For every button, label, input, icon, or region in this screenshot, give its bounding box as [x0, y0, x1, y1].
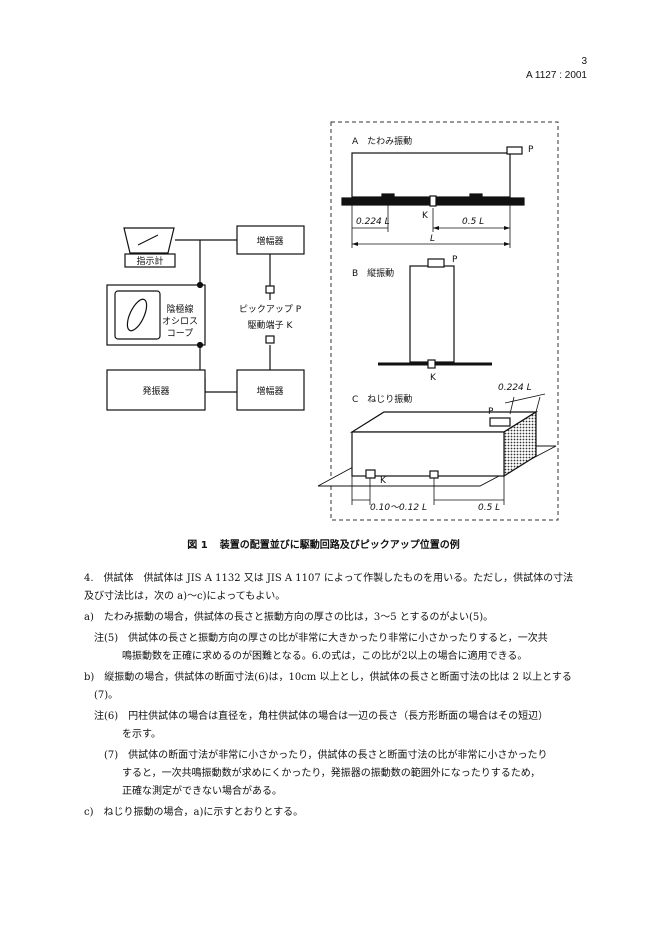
- figure-1-diagram: 指示計 増幅器 陰極線 オシロス コープ ピックアップ P 駆動端子 K 発振器…: [106, 121, 559, 521]
- oscilloscope-label-2: オシロス: [162, 316, 198, 327]
- oscillator-label: 発振器: [142, 385, 169, 397]
- panel-c-title: C ねじり振動: [352, 393, 412, 405]
- amplifier-bottom-label: 増幅器: [256, 385, 283, 397]
- panel-b-longitudinal: [378, 258, 492, 369]
- note-7-line-2: すると，一次共鳴振動数が求めにくかったり，発振器の振動数の範囲外になったりするた…: [122, 768, 541, 779]
- panel-b-p: P: [452, 255, 458, 265]
- note-5-line-2: 鳴振動数を正確に求めるのが困難となる。6.の式は，この比が2以上の場合に適用でき…: [122, 651, 528, 662]
- item-c: c) ねじり振動の場合，a)に示すとおりとする。: [84, 807, 304, 818]
- panel-b-k: K: [430, 373, 437, 383]
- panel-b-title: B 縦振動: [352, 267, 394, 279]
- panel-a-p: P: [528, 145, 534, 155]
- panel-a-dim-left: 0.224 L: [356, 217, 390, 227]
- panel-a-dim-right: 0.5 L: [462, 217, 484, 227]
- panel-c-p: P: [488, 407, 494, 417]
- panel-c-dim-top: 0.224 L: [498, 383, 532, 393]
- drive-terminal-label: 駆動端子 K: [248, 319, 294, 331]
- figure-caption: 図 1 装置の配置並びに駆動回路及びピックアップ位置の例: [0, 536, 659, 551]
- amplifier-top-label: 増幅器: [256, 235, 283, 247]
- panel-a-dim-total: L: [430, 234, 435, 244]
- figure-number: 図 1: [187, 540, 208, 551]
- panel-c-dim-right: 0.5 L: [478, 503, 500, 513]
- panel-c-torsional: [317, 393, 557, 505]
- panel-a-title: A たわみ振動: [352, 135, 412, 147]
- circuit-diagram: [106, 225, 305, 411]
- figure-caption-text: 装置の配置並びに駆動回路及びピックアップ位置の例: [219, 540, 460, 551]
- panel-a-flexural: [341, 146, 525, 248]
- panel-c-dim-left: 0.10～0.12 L: [370, 503, 427, 513]
- oscilloscope-label-3: コープ: [167, 328, 193, 339]
- indicator-label: 指示計: [136, 255, 163, 267]
- note-6-line-1: 注(6) 円柱供試体の場合は直径を，角柱供試体の場合は一辺の長さ（長方形断面の場…: [94, 711, 549, 722]
- section-4-line-2: 及び寸法比は，次の a)～c)によってもよい。: [84, 591, 286, 602]
- note-6-line-2: を示す。: [122, 729, 161, 740]
- note-7-line-3: 正確な測定ができない場合がある。: [122, 786, 282, 797]
- item-b-line-2: (7)。: [94, 690, 119, 701]
- note-7-line-1: (7) 供試体の断面寸法が非常に小さかったり，供試体の長さと断面寸法の比が非常に…: [104, 750, 548, 761]
- item-a: a) たわみ振動の場合，供試体の長さと振動方向の厚さの比は，3～5 とするのがよ…: [84, 612, 494, 623]
- standard-code: A 1127 : 2001: [526, 70, 587, 81]
- page-number: 3: [581, 56, 587, 67]
- pickup-label: ピックアップ P: [239, 304, 302, 315]
- panel-c-k: K: [380, 476, 387, 486]
- note-5-line-1: 注(5) 供試体の長さと振動方向の厚さの比が非常に大きかったり非常に小さかったり…: [94, 633, 548, 644]
- item-b-line-1: b) 縦振動の場合，供試体の断面寸法(6)は，10cm 以上とし，供試体の長さと…: [84, 672, 572, 683]
- panel-a-k: K: [422, 211, 429, 221]
- oscilloscope-label-1: 陰極線: [166, 303, 193, 315]
- section-4-line-1: 4. 供試体 供試体は JIS A 1132 又は JIS A 1107 によっ…: [84, 573, 574, 584]
- specimen-panel-frame: [330, 121, 559, 521]
